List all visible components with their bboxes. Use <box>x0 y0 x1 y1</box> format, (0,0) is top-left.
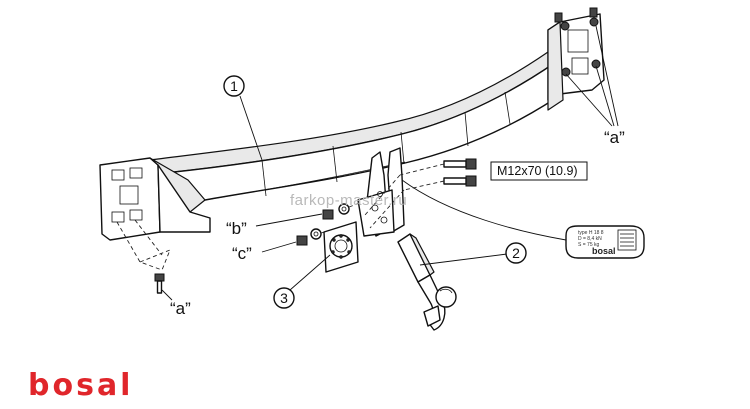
label-c-text: “c” <box>232 244 252 263</box>
plate-line-3: S = 75 kg <box>578 242 599 248</box>
m12-bolts <box>364 158 477 229</box>
right-mounting-bracket <box>547 7 605 111</box>
brand-logo: bosal <box>28 368 133 403</box>
label-c: “c” <box>232 241 297 263</box>
type-plate: type H 18 8 D = 8,4 kN S = 75 kg bosal <box>401 179 645 259</box>
callout-2: 2 <box>419 242 527 266</box>
socket-plate <box>323 221 359 273</box>
plate-line-2: D = 8,4 kN <box>578 236 602 242</box>
plate-brand: bosal <box>592 246 616 256</box>
label-a-left-text: “a” <box>170 299 191 318</box>
plate-line-1: type H 18 8 <box>578 230 604 236</box>
left-bolt <box>154 273 165 294</box>
callout-3-number: 3 <box>280 290 288 306</box>
bolt-spec-box: M12x70 (10.9) <box>490 161 588 181</box>
label-a-left: “a” <box>161 289 191 318</box>
callout-1-number: 1 <box>230 78 238 94</box>
label-b: “b” <box>226 213 323 238</box>
label-a-right: “a” <box>565 25 625 147</box>
brand-logo-text: bosal <box>28 368 133 403</box>
callout-1: 1 <box>223 75 263 161</box>
callout-2-number: 2 <box>512 245 520 261</box>
bolt-spec-text: M12x70 (10.9) <box>497 164 578 178</box>
callout-3: 3 <box>273 254 331 309</box>
watermark: farkop-master.ru <box>290 192 407 209</box>
left-mounting-bracket <box>99 157 211 271</box>
label-a-right-text: “a” <box>604 128 625 147</box>
center-mount-bracket <box>357 147 405 237</box>
label-b-text: “b” <box>226 219 247 238</box>
tow-ball-neck <box>397 233 457 331</box>
